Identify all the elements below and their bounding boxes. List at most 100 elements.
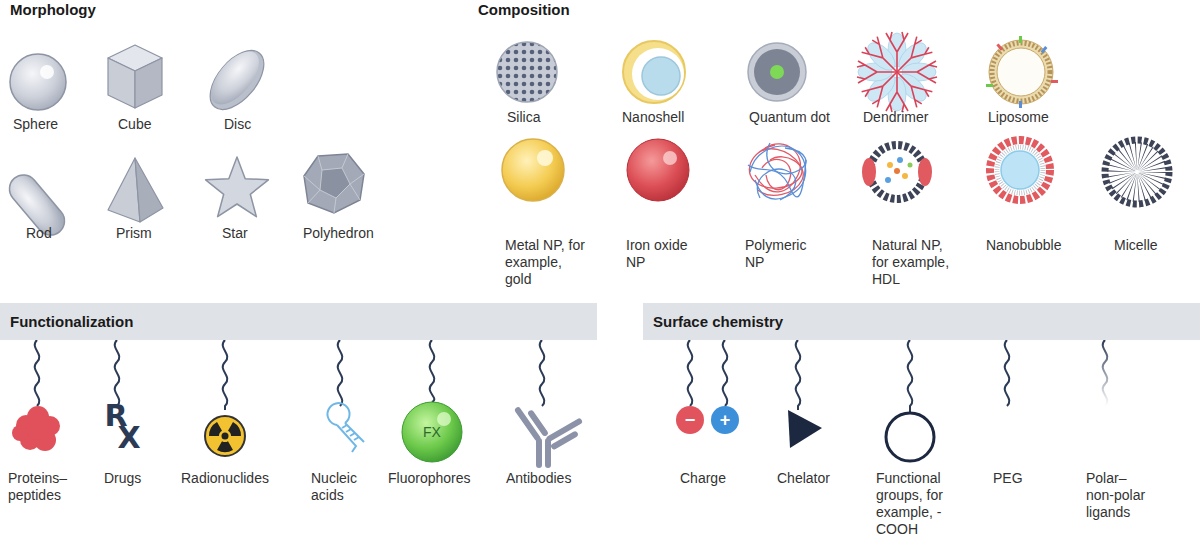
section-band: Surface chemistry bbox=[643, 303, 1200, 340]
radiation-symbol bbox=[205, 416, 245, 456]
shape-label: Cube bbox=[118, 116, 228, 133]
tether-lines-part bbox=[688, 340, 693, 406]
material-label: Metal NP, for example, gold bbox=[505, 237, 585, 288]
dendrimer-icon-part bbox=[897, 61, 937, 83]
tether-lines-part bbox=[796, 340, 801, 410]
dendrimer-icon-part bbox=[857, 61, 897, 83]
polyhedron-icon-part bbox=[320, 168, 350, 198]
material-label: Iron oxide NP bbox=[626, 237, 701, 271]
liposome-icon bbox=[986, 36, 1058, 108]
dendrimer-icon-part bbox=[858, 33, 936, 111]
polymeric-nanoparticle-icon-part bbox=[758, 157, 803, 195]
micelle-icon-part bbox=[1121, 156, 1153, 188]
antibody-symbol-part bbox=[545, 438, 551, 468]
surface-label: Functional groups, for example, -COOH bbox=[876, 470, 956, 538]
polymeric-nanoparticle-icon-part bbox=[755, 144, 800, 192]
tether-lines-part bbox=[908, 340, 913, 413]
hdl-nanoparticle-icon-part bbox=[870, 145, 924, 199]
tether-lines-part bbox=[115, 340, 120, 406]
functional-group-symbol bbox=[886, 413, 934, 461]
liposome-icon-part bbox=[1051, 80, 1058, 83]
liposome-icon-part bbox=[989, 40, 1053, 104]
dendrimer-icon-part bbox=[886, 32, 908, 72]
tether-lines-part bbox=[540, 340, 545, 406]
functional-group-symbol-part bbox=[886, 413, 934, 461]
star-icon bbox=[206, 157, 269, 217]
quantum-dot-icon-part bbox=[748, 43, 806, 101]
tether-lines-part bbox=[35, 340, 40, 406]
hdl-nanoparticle-icon-part bbox=[862, 158, 876, 186]
ligand-label: Antibodies bbox=[506, 470, 616, 487]
sphere-icon-part bbox=[40, 65, 54, 79]
disc-icon bbox=[200, 41, 274, 119]
radiation-symbol-part bbox=[217, 441, 233, 452]
sphere-icon bbox=[10, 54, 66, 110]
chelator-symbol bbox=[788, 410, 822, 448]
polyhedron-icon-part bbox=[304, 154, 364, 213]
cube-icon-part bbox=[135, 58, 162, 108]
ligand-label: Nucleic acids bbox=[311, 470, 381, 504]
liposome-icon-part bbox=[992, 43, 1050, 101]
antibody-symbol bbox=[514, 401, 588, 468]
charge-symbols-part bbox=[711, 406, 739, 434]
gold-nanoparticle-icon-part bbox=[537, 150, 553, 166]
material-label: Nanobubble bbox=[986, 237, 1096, 254]
stem-loop-symbol-part bbox=[337, 423, 364, 452]
hdl-nanoparticle-icon-part bbox=[908, 163, 913, 168]
polymeric-nanoparticle-icon-part bbox=[748, 160, 806, 197]
nanobubble-icon-part bbox=[990, 140, 1050, 200]
ligand-label: Radionuclides bbox=[181, 470, 291, 487]
nanobubble-icon-part bbox=[997, 147, 1043, 193]
antibody-symbol-part bbox=[546, 417, 588, 450]
shape-label: Polyhedron bbox=[303, 225, 413, 242]
material-label: Silica bbox=[507, 109, 617, 126]
stem-loop-symbol-part bbox=[342, 425, 359, 440]
polymeric-nanoparticle-icon-part bbox=[767, 143, 806, 174]
material-label: Natural NP, for example, HDL bbox=[872, 237, 952, 288]
fluorophore-symbol-part bbox=[437, 412, 451, 426]
radiation-symbol-part bbox=[209, 422, 222, 436]
radiation-symbol-part bbox=[205, 416, 245, 456]
tether-lines-part bbox=[1103, 340, 1108, 406]
material-label: Polymeric NP bbox=[745, 237, 820, 271]
iron-oxide-nanoparticle-icon bbox=[627, 139, 689, 201]
surface-label: PEG bbox=[993, 470, 1073, 487]
surface-label: Charge bbox=[680, 470, 780, 487]
antibody-symbol-part bbox=[514, 401, 549, 442]
hdl-nanoparticle-icon-part bbox=[885, 177, 891, 183]
dendrimer-icon-part bbox=[886, 72, 908, 112]
tether-lines-part bbox=[723, 340, 728, 406]
fluorophore-text: FX bbox=[417, 422, 447, 442]
tether-lines-part bbox=[223, 340, 228, 410]
section-band: Functionalization bbox=[0, 303, 597, 340]
micelle-icon bbox=[1105, 140, 1169, 204]
prism-icon-part bbox=[135, 158, 163, 222]
radiation-symbol-part bbox=[228, 422, 241, 436]
dendrimer-icon-part bbox=[861, 64, 905, 108]
antibody-symbol-part-part bbox=[527, 409, 549, 437]
dendrimer-icon-part bbox=[861, 36, 905, 80]
material-label: Quantum dot bbox=[749, 109, 859, 126]
fluorophore-symbol bbox=[402, 402, 462, 462]
tether-lines bbox=[35, 340, 1108, 413]
cube-icon-part bbox=[108, 58, 135, 108]
liposome-icon-part bbox=[996, 43, 1003, 50]
ligand-label: Proteins–peptides bbox=[8, 470, 78, 504]
section-heading: Surface chemistry bbox=[653, 313, 783, 330]
tether-lines-part bbox=[1005, 340, 1010, 406]
nanobubble-icon-part bbox=[1001, 151, 1039, 189]
polyhedron-icon bbox=[304, 154, 364, 213]
radiation-symbol-part bbox=[222, 433, 229, 440]
antibody-symbol-part-part bbox=[550, 430, 579, 450]
charge-sign: + bbox=[718, 410, 732, 430]
star-icon-part bbox=[206, 157, 269, 217]
nanoshell-icon-part bbox=[632, 48, 684, 100]
silica-icon-part bbox=[497, 42, 557, 102]
tether-lines-part bbox=[430, 340, 435, 402]
stem-loop-symbol-part bbox=[328, 403, 350, 425]
antibody-symbol-part bbox=[536, 438, 542, 468]
liposome-icon-part bbox=[1019, 36, 1022, 43]
drug-symbol-letter: X bbox=[114, 422, 144, 454]
sphere-icon-part bbox=[10, 54, 66, 110]
shape-label: Sphere bbox=[13, 116, 123, 133]
